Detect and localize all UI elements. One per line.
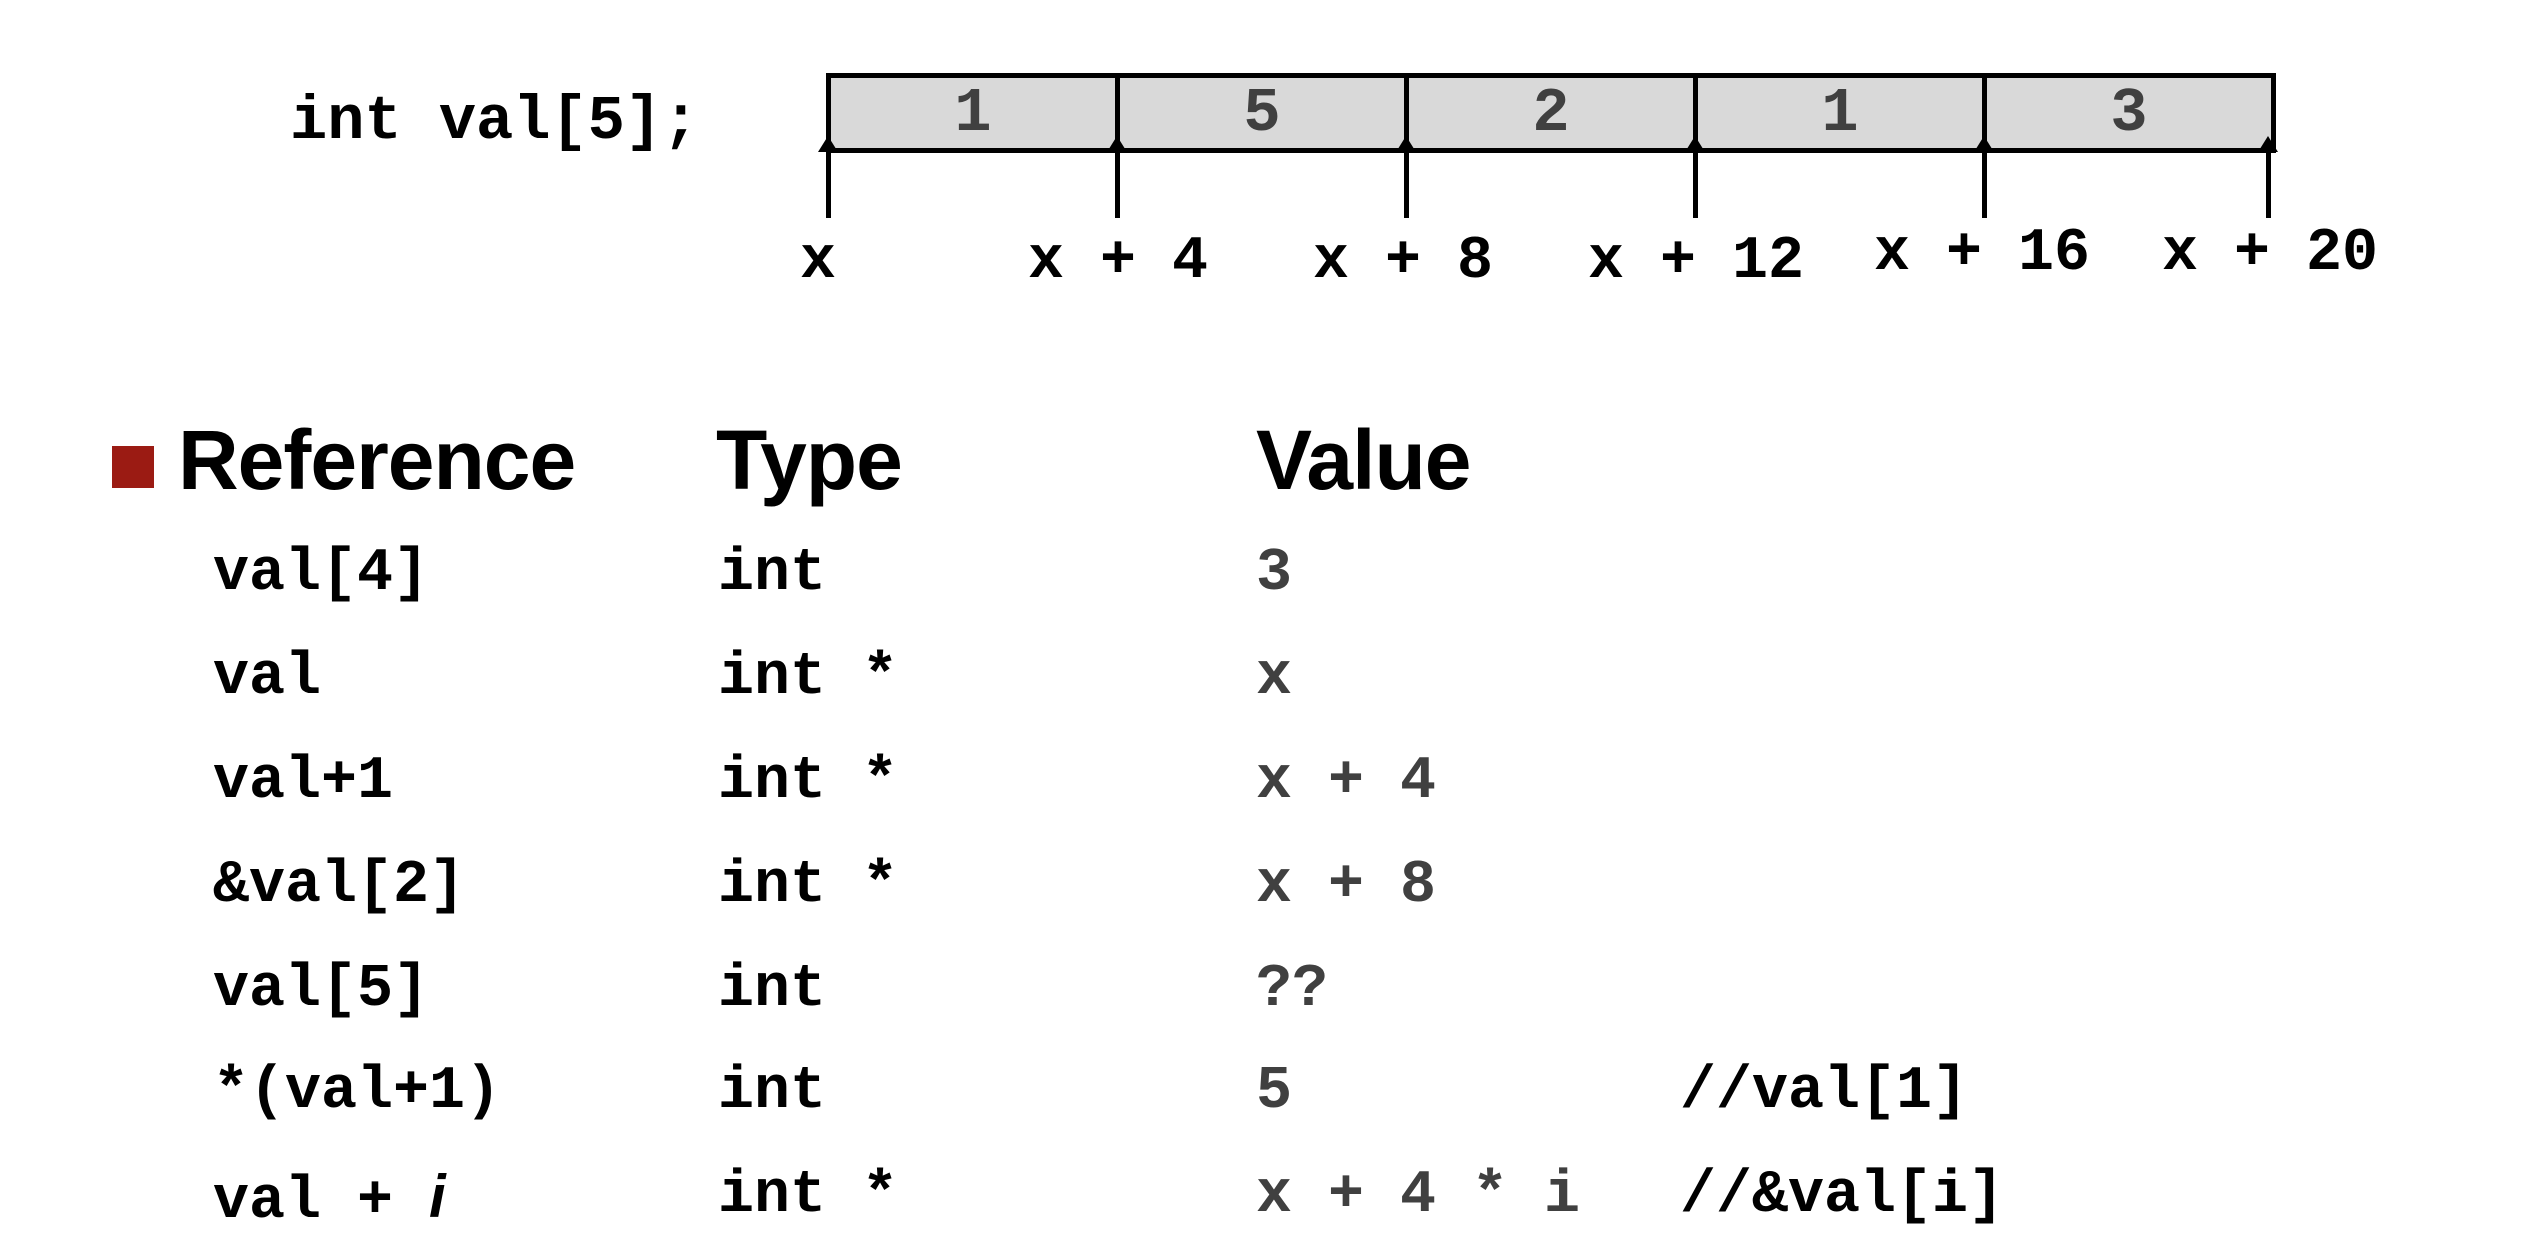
bullet-marker — [112, 446, 154, 488]
table-row: val + i int * x + 4 * i //&val[i] — [0, 1162, 2536, 1252]
address-arrow — [2258, 136, 2278, 218]
value-cell: x + 8 — [1256, 852, 1437, 920]
type-cell: int — [718, 1058, 827, 1126]
value-cell: 3 — [1256, 540, 1293, 608]
reference-cell: val — [213, 644, 322, 712]
address-arrow — [1107, 136, 1127, 218]
type-cell: int * — [718, 852, 899, 920]
type-cell: int * — [718, 1162, 899, 1230]
type-cell: int — [718, 540, 827, 608]
header-type: Type — [716, 413, 903, 507]
address-label: x + 12 — [1588, 228, 1805, 296]
value-cell: 5 — [1256, 1058, 1293, 1126]
array-declaration: int val[5]; — [290, 86, 700, 157]
array-cell: 1 — [954, 77, 992, 149]
reference-variable: i — [429, 1163, 446, 1230]
array-cell: 1 — [1693, 78, 1982, 149]
address-arrow — [1396, 136, 1416, 218]
reference-cell: &val[2] — [213, 852, 466, 920]
reference-cell: *(val+1) — [213, 1058, 502, 1126]
type-cell: int * — [718, 748, 899, 816]
address-label: x + 4 — [1028, 228, 1209, 296]
reference-cell: val+1 — [213, 748, 394, 816]
table-row: val[4] int 3 — [0, 540, 2536, 630]
address-label: x + 20 — [2162, 220, 2379, 288]
reference-cell: val + i — [213, 1162, 446, 1236]
value-cell: x — [1256, 644, 1293, 712]
header-value: Value — [1256, 413, 1471, 507]
comment-cell: //val[1] — [1680, 1058, 1969, 1126]
header-reference: Reference — [178, 413, 576, 507]
value-cell: ?? — [1256, 956, 1329, 1024]
table-row: val int * x — [0, 644, 2536, 734]
reference-cell: val[4] — [213, 540, 430, 608]
array-cell: 3 — [1982, 78, 2271, 149]
table-row: &val[2] int * x + 8 — [0, 852, 2536, 942]
array-memory-box: 1 5 2 1 3 — [826, 73, 2276, 153]
reference-prefix: val + — [213, 1168, 430, 1236]
address-label: x + 8 — [1313, 228, 1494, 296]
address-arrow — [1685, 136, 1705, 218]
address-arrow — [1974, 136, 1994, 218]
table-row: val[5] int ?? — [0, 956, 2536, 1046]
address-arrow — [818, 136, 838, 218]
value-cell: x + 4 — [1256, 748, 1437, 816]
type-cell: int * — [718, 644, 899, 712]
address-label: x + 16 — [1874, 220, 2091, 288]
table-row: *(val+1) int 5 //val[1] — [0, 1058, 2536, 1148]
type-cell: int — [718, 956, 827, 1024]
value-cell: x + 4 * i — [1256, 1162, 1581, 1230]
address-label: x — [800, 228, 837, 296]
array-cell: 2 — [1404, 78, 1693, 149]
table-row: val+1 int * x + 4 — [0, 748, 2536, 838]
comment-cell: //&val[i] — [1680, 1162, 2005, 1230]
array-cell: 5 — [1115, 78, 1404, 149]
reference-cell: val[5] — [213, 956, 430, 1024]
